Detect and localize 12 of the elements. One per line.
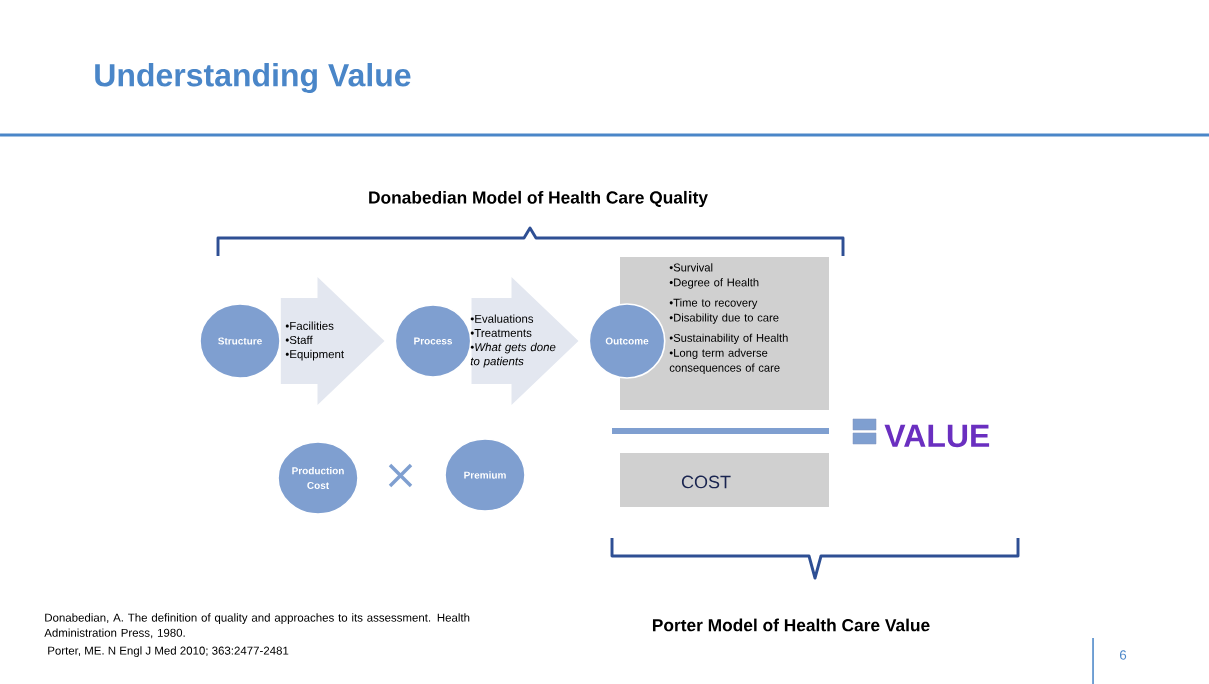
text-box: COST: [620, 453, 829, 507]
bullet-list: •Facilities •Staff •Equipment: [285, 321, 344, 361]
reference-text: Donabedian, A. The definition of quality and approaches to its assessment. Health Administration Press, 1980.: [44, 613, 470, 639]
bracket-label: Donabedian Model of Health Care Quality: [369, 190, 708, 208]
block-arrow: [280, 277, 385, 405]
page-number: 6: [1119, 650, 1127, 660]
bullet-list: •Evaluations •Treatments •What gets done to patients: [470, 314, 556, 368]
bracket-label: Porter Model of Health Care Value: [653, 618, 930, 632]
block-arrow: [471, 277, 579, 405]
slide-title: Understanding Value: [95, 63, 411, 93]
reference-text: Porter, ME. N Engl J Med 2010; 363:2477-2481: [48, 646, 289, 657]
value-label: VALUE: [884, 424, 990, 448]
